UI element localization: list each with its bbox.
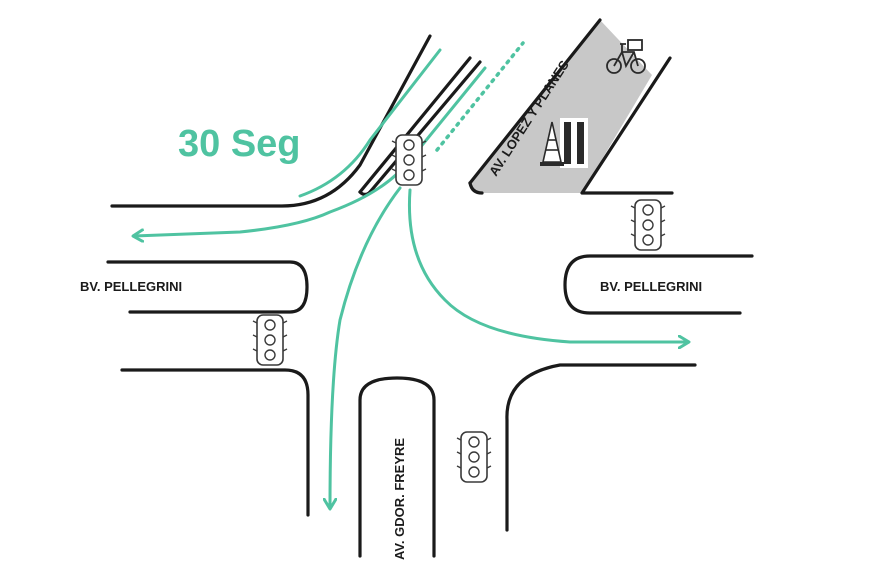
street-label-pellegrini-west: BV. PELLEGRINI [80, 279, 182, 294]
bicycle-icon [606, 39, 646, 74]
street-label-gdor-freyre: AV. GDOR. FREYRE [392, 438, 407, 560]
lamp-middle [403, 154, 415, 166]
timer-label: 30 Seg [178, 123, 301, 165]
curb-south-east [505, 363, 697, 532]
route-line-parallel [298, 48, 442, 198]
route-arrow-east [407, 188, 688, 342]
lamp-bottom [264, 349, 276, 361]
route-arrow-south [330, 186, 402, 508]
median-divider-b [368, 60, 482, 194]
lamp-bottom [468, 466, 480, 478]
traffic-light-south [456, 431, 492, 483]
lamp-bottom [403, 169, 415, 181]
lamp-middle [642, 219, 654, 231]
crosswalk-icon [560, 118, 588, 168]
traffic-light-west [252, 314, 288, 366]
curb-freyre-island [358, 376, 436, 558]
traffic-cone-icon [540, 121, 564, 166]
lamp-top [403, 139, 415, 151]
bike-crossing-dots [435, 41, 525, 152]
lamp-middle [468, 451, 480, 463]
curb-north-east [580, 56, 674, 195]
street-label-pellegrini-east: BV. PELLEGRINI [600, 279, 702, 294]
lamp-middle [264, 334, 276, 346]
curb-bike-lane-west [468, 18, 602, 185]
curb-pellegrini-east-upper [563, 254, 754, 315]
lamp-bottom [642, 234, 654, 246]
curb-south-west [120, 368, 310, 517]
lamp-top [642, 204, 654, 216]
median-divider-a [358, 56, 472, 194]
lamp-top [468, 436, 480, 448]
curb-north-west [110, 34, 432, 208]
lamp-top [264, 319, 276, 331]
traffic-light-center [391, 134, 427, 186]
curb-bike-lane-base [468, 181, 484, 195]
bike-lane-area [470, 20, 652, 193]
traffic-light-east [630, 199, 666, 251]
curb-pellegrini-west-upper [106, 260, 309, 314]
